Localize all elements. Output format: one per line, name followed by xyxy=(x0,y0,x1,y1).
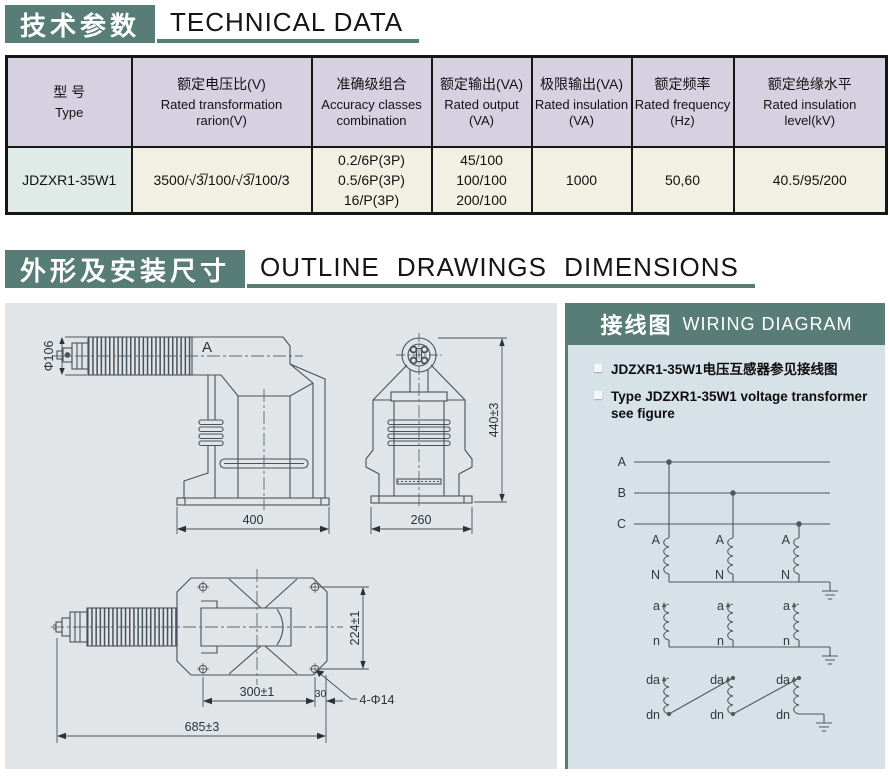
square-bullet-icon xyxy=(594,390,602,399)
wiring-diagram xyxy=(634,459,839,732)
dim-holes-label: 4-Φ14 xyxy=(360,693,395,707)
cell-output: 45/100 100/100 200/100 xyxy=(430,145,533,215)
outline-drawings-panel: Φ106 A 400 260 440±3 224±1 300±1 30 4-Φ1… xyxy=(5,303,557,770)
wiring-diagram-svg: A B C A A A N N N a a a n n n da da da d… xyxy=(617,455,839,732)
section-technical-header: 技术参数 TECHNICAL DATA xyxy=(5,5,890,43)
wiring-panel: 接线图 WIRING DIAGRAM JDZXR1-35W1电压互感器参见接线图… xyxy=(565,303,885,770)
dim-phi106 xyxy=(59,336,87,376)
col-output: 额定输出(VA)Rated output (VA) xyxy=(430,55,533,148)
secondary-top-label: a xyxy=(717,599,724,613)
dim-260-label: 260 xyxy=(411,513,432,527)
wiring-title-zh: 接线图 xyxy=(600,313,673,339)
side-view-drawing xyxy=(53,336,330,535)
cell-insulation-level: 40.5/95/200 xyxy=(732,145,888,215)
col-ratio: 额定电压比(V)Rated transformation rarion(V) xyxy=(130,55,313,148)
wiring-note-zh: JDZXR1-35W1电压互感器参见接线图 xyxy=(594,361,873,379)
cell-limit-output: 1000 xyxy=(530,145,633,215)
dim-224-label: 224±1 xyxy=(348,611,362,646)
dim-30 xyxy=(325,675,343,744)
secondary-bottom-label: n xyxy=(653,634,660,648)
tertiary-top-label: da xyxy=(710,673,724,687)
tertiary-bottom-label: dn xyxy=(646,708,660,722)
dim-440 xyxy=(438,337,507,503)
section1-badge-zh: 技术参数 xyxy=(5,5,156,43)
table-data-row: JDZXR1-35W1 3500/√3̅/100/√3̅/100/3 0.2/6… xyxy=(5,145,888,215)
secondary-bottom-label: n xyxy=(717,634,724,648)
bus-c-label: C xyxy=(617,517,626,531)
primary-top-label: A xyxy=(652,533,661,547)
dim-685-label: 685±3 xyxy=(185,720,220,734)
dim-400 xyxy=(176,507,330,535)
section-outline-header: 外形及安装尺寸 OUTLINE DRAWINGS DIMENSIONS xyxy=(5,250,890,289)
front-view-drawing xyxy=(365,333,507,535)
top-view-drawing xyxy=(51,569,369,744)
dim-30-label: 30 xyxy=(315,688,327,700)
section2-title-en: OUTLINE DRAWINGS DIMENSIONS xyxy=(247,250,755,289)
cell-type: JDZXR1-35W1 xyxy=(5,145,133,215)
cell-frequency: 50,60 xyxy=(630,145,735,215)
col-limit-output: 极限输出(VA)Rated insulation (VA) xyxy=(530,55,633,148)
primary-bottom-label: N xyxy=(781,568,790,582)
section1-title-en: TECHNICAL DATA xyxy=(157,5,420,43)
secondary-top-label: a xyxy=(783,599,790,613)
dim-224 xyxy=(321,586,369,670)
terminal-a-label: A xyxy=(202,339,212,356)
secondary-bottom-label: n xyxy=(783,634,790,648)
bus-b-label: B xyxy=(618,486,626,500)
secondary-top-label: a xyxy=(653,599,660,613)
primary-top-label: A xyxy=(716,533,725,547)
wiring-note-en: Type JDZXR1-35W1 voltage transformer see… xyxy=(594,388,873,423)
bus-a-label: A xyxy=(618,455,627,469)
lower-panels: Φ106 A 400 260 440±3 224±1 300±1 30 4-Φ1… xyxy=(5,303,885,770)
wiring-notes: JDZXR1-35W1电压互感器参见接线图 Type JDZXR1-35W1 v… xyxy=(568,345,885,434)
cell-ratio: 3500/√3̅/100/√3̅/100/3 xyxy=(130,145,313,215)
wiring-header: 接线图 WIRING DIAGRAM xyxy=(568,303,885,346)
outline-drawings-svg: Φ106 A 400 260 440±3 224±1 300±1 30 4-Φ1… xyxy=(42,333,507,744)
dim-685 xyxy=(56,638,326,744)
dim-260 xyxy=(370,507,473,535)
tertiary-top-label: da xyxy=(776,673,790,687)
cell-accuracy: 0.2/6P(3P) 0.5/6P(3P) 16/P(3P) xyxy=(310,145,433,215)
dim-400-label: 400 xyxy=(243,513,264,527)
dim-440-label: 440±3 xyxy=(487,403,501,438)
primary-bottom-label: N xyxy=(651,568,660,582)
section2-badge-zh: 外形及安装尺寸 xyxy=(5,250,246,289)
dim-300 xyxy=(202,677,316,708)
dim-holes-callout xyxy=(316,670,357,700)
dim-phi106-label: Φ106 xyxy=(42,341,56,372)
primary-top-label: A xyxy=(782,533,791,547)
tertiary-bottom-label: dn xyxy=(710,708,724,722)
tertiary-top-label: da xyxy=(646,673,660,687)
wiring-title-en: WIRING DIAGRAM xyxy=(682,313,853,334)
square-bullet-icon xyxy=(594,364,602,373)
tertiary-bottom-label: dn xyxy=(776,708,790,722)
primary-bottom-label: N xyxy=(715,568,724,582)
dim-300-label: 300±1 xyxy=(240,685,275,699)
